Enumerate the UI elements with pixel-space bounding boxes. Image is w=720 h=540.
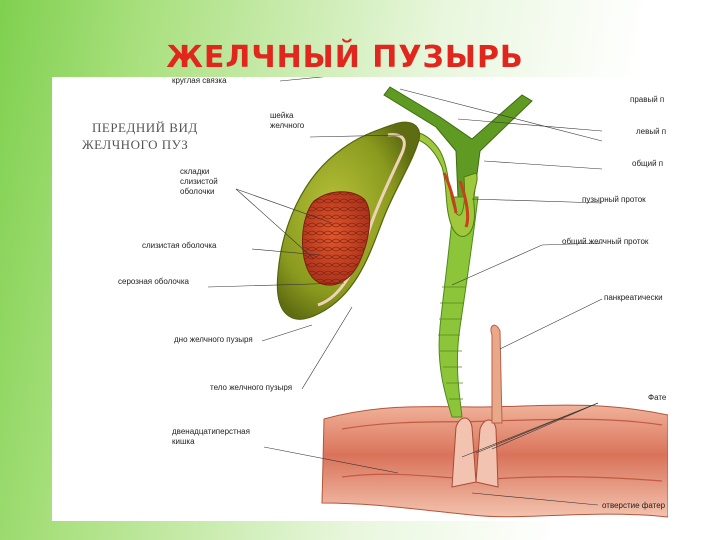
label-fundus: дно желчного пузыря [174,335,253,344]
label-folds-3: оболочки [180,187,214,196]
slide-title: ЖЕЛЧНЫЙ ПУЗЫРЬ [0,40,690,75]
view-heading-line-2: ЖЕЛЧНОГО ПУЗ [82,136,188,153]
label-serosa: серозная оболочка [118,277,189,286]
label-folds-1: складки [180,167,209,176]
label-pancreatic: панкреатически [604,293,663,302]
vater-papilla [452,418,476,487]
label-duodenum-1: двенадцатиперстная [172,427,250,436]
view-heading-line-1: ПЕРЕДНИЙ ВИД [92,119,198,136]
label-folds-2: слизистой [180,177,218,186]
label-common-bile-duct: общий желчный проток [562,237,648,246]
label-vater: Фате [648,393,666,402]
label-common-hepatic: общий п [632,159,663,168]
label-body: тело желчного пузыря [210,383,292,392]
label-neck-1: шейка [270,111,293,120]
label-cystic-duct: пузырный проток [582,195,646,204]
label-right-duct: правый п [630,95,664,104]
label-mucosa: слизистая оболочка [142,241,216,250]
label-vater-opening: отверстие фатер [602,501,665,510]
diagram-panel: ПЕРЕДНИЙ ВИД ЖЕЛЧНОГО ПУЗ круглая связка… [52,77,668,521]
label-neck-2: желчного [270,121,304,130]
pancreatic-duct [491,325,502,423]
label-duodenum-2: кишка [172,437,195,446]
label-round-ligament: круглая связка [172,76,227,85]
label-left-duct: левый п [636,127,666,136]
